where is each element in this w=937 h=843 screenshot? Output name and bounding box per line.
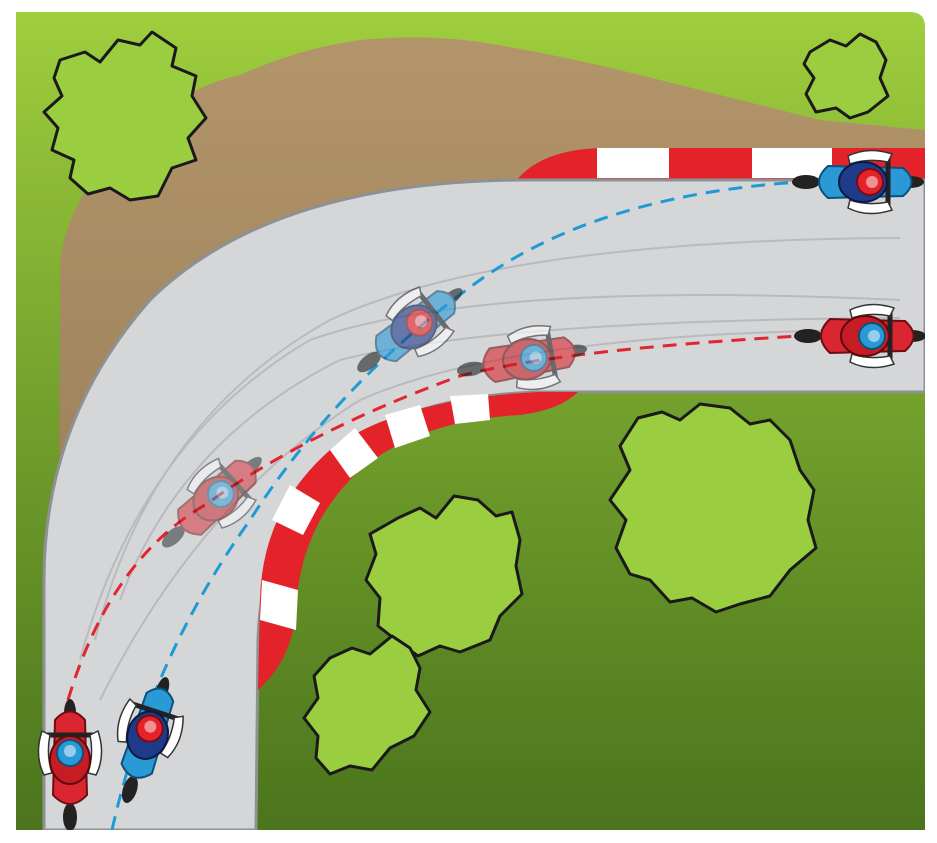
bush-top-left <box>42 30 208 202</box>
inner-kerb <box>258 392 578 690</box>
bush-bottom <box>302 634 432 776</box>
bush-center <box>364 494 524 658</box>
bushes <box>42 30 890 776</box>
bush-top-right <box>802 32 890 120</box>
red-racing-line <box>66 334 801 701</box>
blue-racing-line <box>110 180 801 830</box>
tyre-marks <box>79 237 901 701</box>
bush-right-large <box>608 402 818 614</box>
